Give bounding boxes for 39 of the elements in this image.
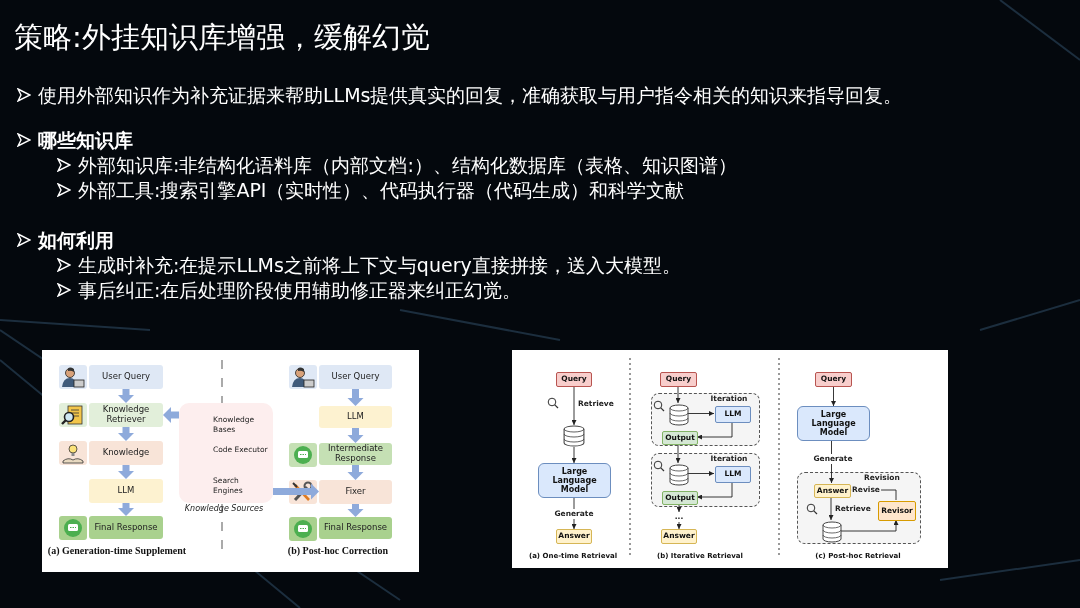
arrow	[118, 503, 134, 516]
database-cylinder	[822, 521, 842, 543]
bullet-text: 使用外部知识作为补充证据来帮助LLMs提供真实的回复，准确获取与用户指令相关的知识来指导回复。	[38, 83, 903, 107]
step-box: Fixer	[319, 480, 392, 504]
arrow	[118, 389, 134, 403]
step-box: LLM	[89, 479, 163, 503]
dashed-group-box	[797, 472, 921, 544]
step-box: LLM	[319, 406, 392, 428]
dashed-group-box	[651, 453, 760, 507]
dashed-group-box	[651, 393, 760, 446]
arrow	[676, 521, 682, 530]
database-cylinder	[563, 425, 585, 447]
bullet-text: 生成时补充:在提示LLMs之前将上下文与query直接拼接，送入大模型。	[78, 253, 681, 277]
step-box: Final Response	[89, 516, 163, 539]
slide-title: 策略:外挂知识库增强，缓解幻觉	[14, 19, 430, 56]
bullet-text: 外部知识库:非结构化语料库（内部文档:）、结构化数据库（表格、知识图谱）	[78, 153, 737, 177]
section-heading: 如何利用	[38, 228, 114, 252]
arrow	[118, 427, 134, 441]
step-box: User Query	[89, 365, 163, 389]
arrow	[347, 389, 364, 406]
bullet-text: 事后纠正:在后处理阶段使用辅助修正器来纠正幻觉。	[78, 278, 522, 302]
step-box: Knowledge Retriever	[89, 403, 163, 427]
step-box: User Query	[319, 365, 392, 389]
arrow	[347, 504, 364, 517]
bullet-text: 外部工具:搜索引擎API（实时性）、代码执行器（代码生成）和科学文献	[78, 178, 685, 202]
arrow	[273, 483, 319, 500]
panel-caption: Knowledge Sources	[183, 504, 265, 514]
database-cylinder	[669, 464, 689, 486]
arrow	[118, 465, 134, 479]
arrow	[347, 465, 364, 480]
step-box: Knowledge	[89, 441, 163, 465]
arrow	[347, 428, 364, 443]
step-box: Final Response	[319, 517, 392, 539]
database-cylinder	[669, 404, 689, 426]
step-box: Intermediate Response	[319, 443, 392, 465]
process-box: Large Language Model	[538, 463, 611, 498]
section-heading: 哪些知识库	[38, 128, 133, 152]
arrow	[163, 407, 179, 423]
process-box: Large Language Model	[797, 406, 870, 441]
